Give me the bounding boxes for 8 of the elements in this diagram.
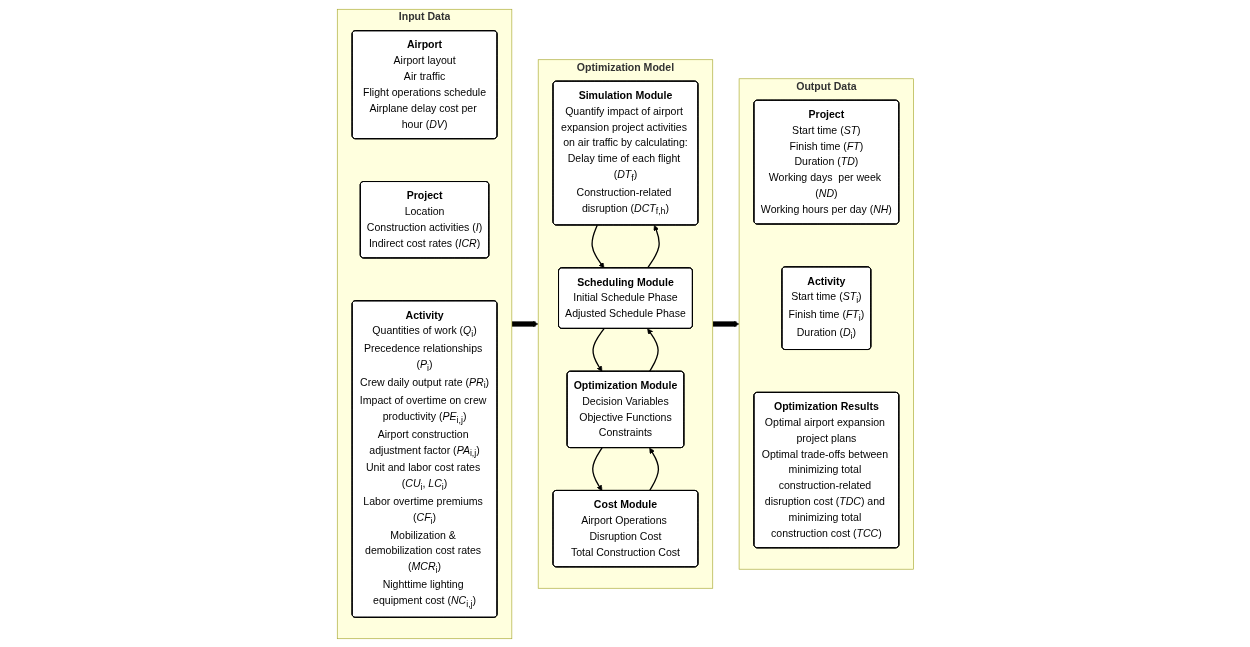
arrow bbox=[711, 320, 739, 327]
arrow bbox=[646, 327, 659, 372]
arrow bbox=[591, 446, 603, 491]
arrow bbox=[648, 447, 659, 491]
arrow bbox=[510, 320, 538, 327]
arrow bbox=[646, 224, 660, 269]
arrow bbox=[590, 224, 604, 268]
arrow bbox=[591, 327, 605, 372]
